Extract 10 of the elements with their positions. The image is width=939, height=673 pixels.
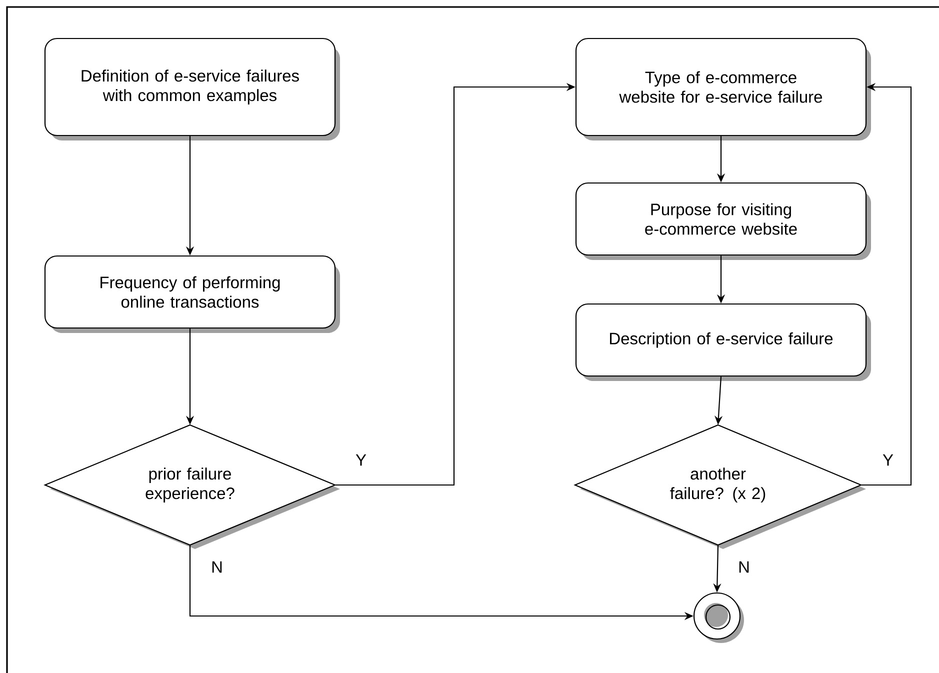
- process-box: Purpose for visiting e-commerce website: [575, 182, 871, 260]
- end-circle: [693, 592, 744, 643]
- process-box: Frequency of performing online transactions: [44, 255, 340, 333]
- edge-label: N: [210, 560, 224, 574]
- process-box: Description of e-service failure: [575, 303, 871, 381]
- edge-label: Y: [354, 453, 368, 467]
- process-box: Definition of e-service failures with common examples: [44, 38, 340, 140]
- process-box: Type of e-commerce website for e-service failure: [575, 38, 871, 140]
- edge-label: Y: [882, 453, 894, 467]
- edge-label: N: [737, 560, 751, 574]
